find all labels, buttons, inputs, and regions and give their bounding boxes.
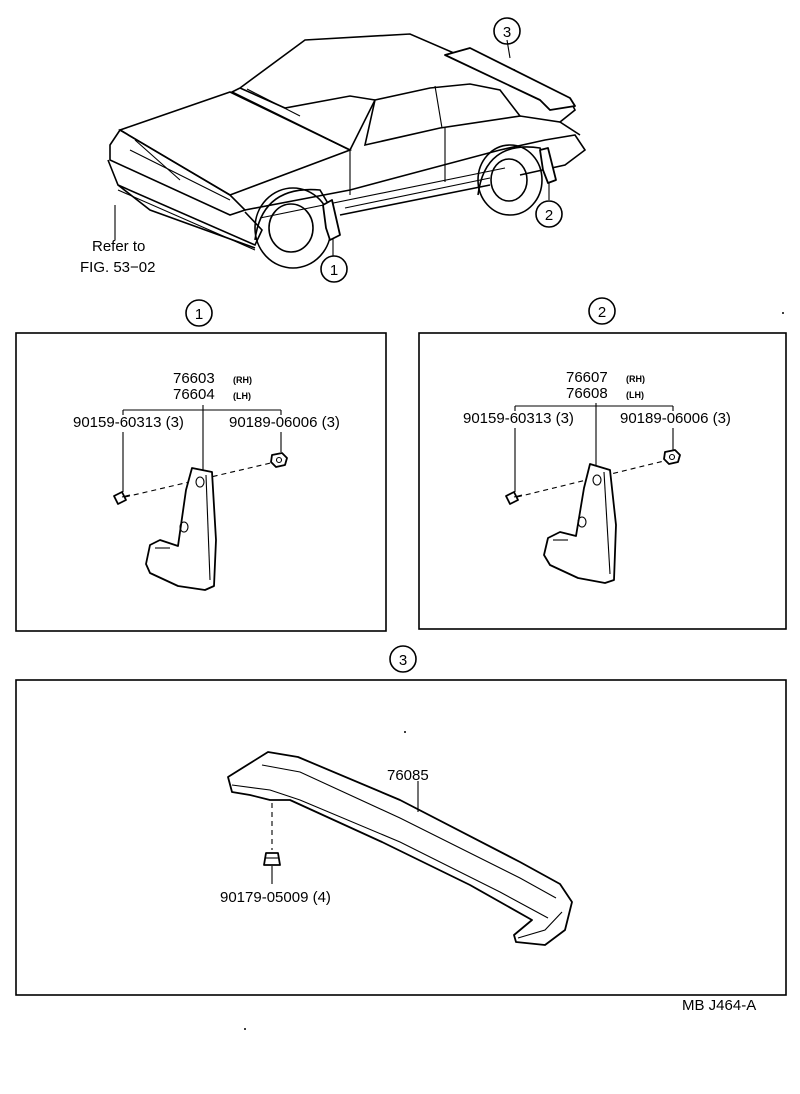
panel-2-marker: 2 — [588, 297, 616, 325]
panel-2-nut-icon — [663, 449, 681, 465]
callout-2-overview: 2 — [535, 200, 563, 228]
panel-3-nut-label: 90179-05009 (4) — [220, 889, 331, 906]
svg-text:1: 1 — [195, 306, 203, 323]
panel-1-marker: 1 — [185, 299, 213, 327]
panel-1-leaders — [122, 405, 282, 498]
svg-text:1: 1 — [330, 262, 338, 279]
panel-1-screw-label: 90159-60313 (3) — [73, 414, 184, 431]
panel-1-nut-icon — [270, 452, 288, 468]
scan-dot — [782, 312, 784, 314]
panel-2-part-lh: 76608 — [566, 385, 608, 402]
figure-code: MB J464-A — [682, 997, 756, 1014]
callout-3-overview: 3 — [493, 17, 521, 45]
panel-1-screw-icon — [113, 491, 131, 505]
panel-2-screw-icon — [505, 491, 523, 505]
panel-2-suffix-lh: (LH) — [626, 390, 644, 400]
panel-3-leaders — [271, 781, 419, 884]
panel-3-clip-nut-icon — [263, 852, 281, 866]
figure-reference-label: FIG. 53−02 — [80, 259, 155, 276]
car-overview-illustration — [107, 33, 587, 269]
panel-1-nut-label: 90189-06006 (3) — [229, 414, 340, 431]
panel-1-suffix-lh: (LH) — [233, 391, 251, 401]
panel-3-spoiler-label: 76085 — [387, 767, 429, 784]
scan-dot — [244, 1028, 246, 1030]
panel-3-marker: 3 — [389, 645, 417, 673]
panel-1-part-lh: 76604 — [173, 386, 215, 403]
callout-1-overview: 1 — [320, 255, 348, 283]
panel-2-part-rh: 76607 — [566, 369, 608, 386]
svg-text:2: 2 — [545, 207, 553, 224]
panel-1-suffix-rh: (RH) — [233, 375, 252, 385]
svg-text:2: 2 — [598, 304, 606, 321]
panel-1-frame — [15, 332, 387, 632]
scan-dot — [404, 731, 406, 733]
panel-2-frame — [418, 332, 787, 630]
refer-to-label: Refer to — [92, 238, 145, 255]
panel-2-mudguard — [543, 463, 617, 584]
panel-3-rear-spoiler — [227, 751, 573, 946]
svg-text:3: 3 — [399, 652, 407, 669]
panel-2-nut-label: 90189-06006 (3) — [620, 410, 731, 427]
panel-2-leaders — [514, 403, 674, 498]
panel-2-screw-label: 90159-60313 (3) — [463, 410, 574, 427]
svg-text:3: 3 — [503, 24, 511, 41]
panel-3-frame — [15, 679, 787, 996]
panel-1-mudguard — [145, 467, 217, 591]
panel-1-part-rh: 76603 — [173, 370, 215, 387]
panel-2-suffix-rh: (RH) — [626, 374, 645, 384]
